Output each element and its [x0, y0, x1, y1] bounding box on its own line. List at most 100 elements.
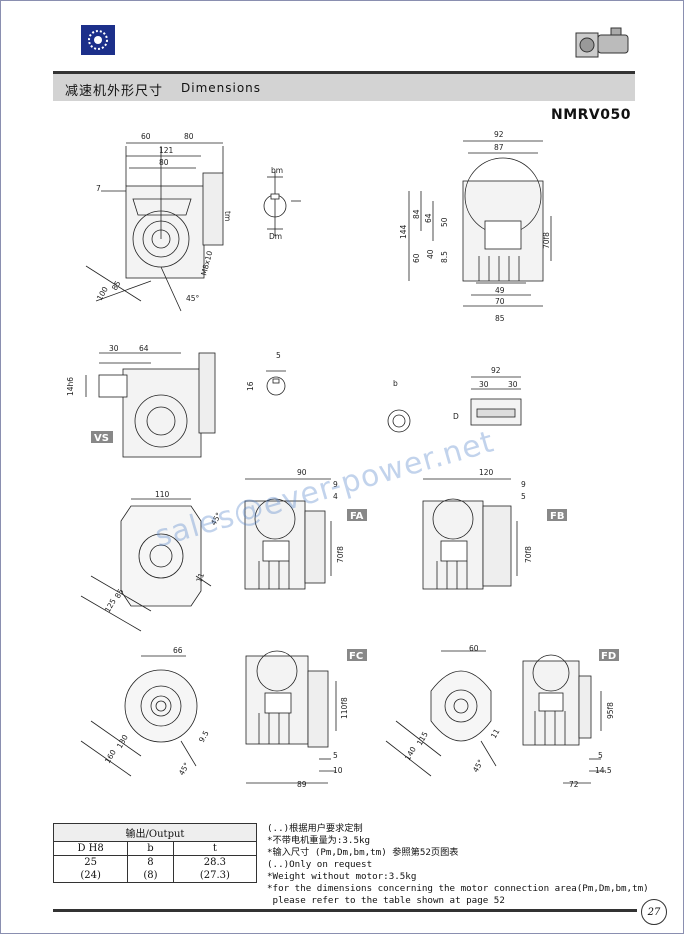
svg-text:8.5: 8.5 [440, 251, 449, 263]
fa-side-view [244, 478, 332, 590]
svg-text:45°: 45° [177, 761, 192, 777]
svg-text:5: 5 [521, 492, 526, 501]
svg-text:49: 49 [495, 286, 505, 295]
note-line: *for the dimensions concerning the motor… [267, 883, 649, 894]
svg-text:80: 80 [184, 132, 194, 141]
note-line: please refer to the table shown at page … [267, 895, 505, 906]
svg-text:100: 100 [95, 285, 110, 302]
note-line: (..)Only on request [267, 859, 373, 870]
svg-text:64: 64 [139, 344, 149, 353]
svg-text:45°: 45° [186, 294, 200, 303]
model-number: NMRV050 [551, 107, 631, 123]
svg-text:92: 92 [491, 366, 501, 375]
svg-text:14.5: 14.5 [595, 766, 612, 775]
table-cell: 8 [127, 855, 174, 869]
svg-text:70f8: 70f8 [336, 546, 345, 563]
column-header: D H8 [52, 841, 129, 856]
svg-text:121: 121 [159, 146, 174, 155]
svg-text:bm: bm [271, 166, 283, 175]
footer-rule [53, 909, 637, 912]
svg-text:92: 92 [494, 130, 504, 139]
svg-text:85: 85 [113, 587, 126, 600]
svg-text:95f8: 95f8 [606, 702, 615, 719]
vs-view-drawing [85, 352, 216, 458]
svg-text:60: 60 [412, 253, 421, 263]
svg-text:D: D [453, 412, 459, 421]
svg-text:70: 70 [495, 297, 505, 306]
svg-text:tm: tm [223, 211, 232, 221]
svg-text:66: 66 [173, 646, 183, 655]
svg-text:84: 84 [412, 209, 421, 219]
note-line: (..)根据用户要求定制 [267, 823, 363, 834]
page-number: 27 [641, 899, 667, 925]
svg-text:9: 9 [521, 480, 526, 489]
fa-tag: FA [347, 509, 367, 522]
fd-tag: FD [599, 649, 619, 662]
svg-text:4: 4 [333, 492, 338, 501]
notes-block: (..)根据用户要求定制 *不带电机重量为:3.5kg *输入尺寸 (Pm,Dm… [267, 823, 649, 907]
svg-text:FA: FA [350, 511, 364, 522]
table-cell: 28.3 [172, 855, 258, 869]
output-dimension-table: 输出/Output D H8 b t 25 8 28.3 (24) (8) (2… [52, 823, 258, 883]
table-cell: (8) [127, 869, 174, 883]
svg-text:70f8: 70f8 [542, 232, 551, 249]
svg-text:5: 5 [276, 351, 281, 360]
svg-text:130: 130 [115, 733, 130, 750]
svg-text:144: 144 [399, 224, 408, 239]
svg-text:11: 11 [194, 571, 206, 583]
svg-text:50: 50 [440, 217, 449, 227]
column-header: t [172, 841, 258, 856]
note-line: *Weight without motor:3.5kg [267, 871, 417, 882]
svg-text:5: 5 [333, 751, 338, 760]
svg-text:FD: FD [601, 651, 616, 662]
svg-text:90: 90 [297, 468, 307, 477]
side-view-drawing [408, 140, 552, 307]
svg-text:140: 140 [403, 745, 418, 762]
svg-text:30: 30 [109, 344, 119, 353]
fb-tag: FB [547, 509, 567, 522]
svg-text:FB: FB [550, 511, 564, 522]
svg-text:45°: 45° [471, 758, 486, 774]
svg-text:40: 40 [426, 249, 435, 259]
svg-text:125: 125 [103, 597, 118, 614]
svg-text:10: 10 [333, 766, 343, 775]
svg-text:110f8: 110f8 [340, 697, 349, 719]
svg-text:85: 85 [110, 279, 123, 292]
fd-flange-front-view [385, 650, 497, 777]
section-title-chinese: 减速机外形尺寸 [65, 84, 164, 99]
svg-text:14h6: 14h6 [66, 377, 75, 396]
svg-text:72: 72 [569, 780, 579, 789]
svg-text:9: 9 [333, 480, 338, 489]
svg-text:160: 160 [103, 748, 118, 765]
note-line: *输入尺寸 (Pm,Dm,bm,tm) 参照第52页图表 [267, 847, 459, 858]
vs-shaft-detail [266, 370, 522, 433]
section-header-bar: 减速机外形尺寸 Dimensions [53, 71, 635, 101]
svg-text:85: 85 [495, 314, 505, 323]
svg-text:7: 7 [96, 184, 101, 193]
fc-side-view [245, 650, 337, 784]
fd-side-view [522, 654, 606, 784]
fa-flange-front-view [80, 498, 212, 632]
table-cell: (24) [52, 869, 129, 883]
svg-text:120: 120 [479, 468, 494, 477]
svg-text:16: 16 [246, 381, 255, 391]
gearmotor-thumbnail-icon [575, 27, 629, 58]
svg-text:b: b [393, 379, 398, 388]
fc-flange-front-view [80, 655, 198, 777]
svg-text:9.5: 9.5 [197, 729, 211, 744]
table-cell: (27.3) [172, 869, 258, 883]
svg-text:60: 60 [141, 132, 151, 141]
svg-text:60: 60 [469, 644, 479, 653]
note-line: *不带电机重量为:3.5kg [267, 835, 371, 846]
vs-tag: VS [91, 431, 113, 444]
front-view-drawing [85, 142, 224, 312]
svg-text:11: 11 [489, 727, 502, 740]
svg-text:Dm: Dm [269, 232, 282, 241]
svg-text:30: 30 [508, 380, 518, 389]
table-row: (24) (8) (27.3) [52, 869, 258, 883]
svg-text:115: 115 [415, 730, 430, 747]
svg-text:VS: VS [94, 433, 109, 444]
table-cell: 25 [52, 855, 129, 869]
